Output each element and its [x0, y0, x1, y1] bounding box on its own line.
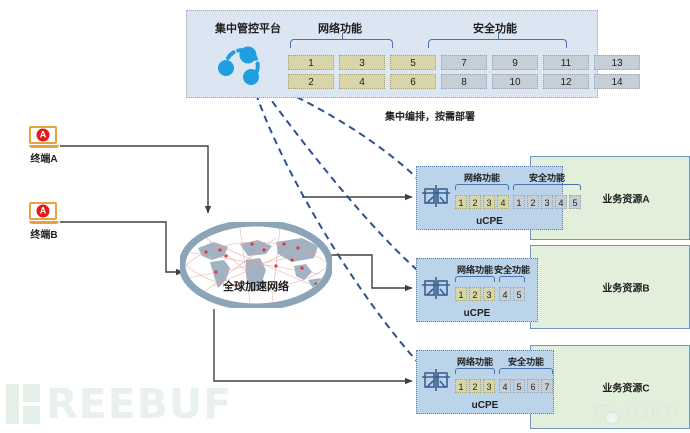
ucpe-1-security-cell-5[interactable]: 5 — [569, 195, 581, 209]
ucpe-3-security-cell-7[interactable]: 7 — [541, 379, 553, 393]
globe-label: 全球加速网络 — [223, 281, 289, 293]
panel-function-cell-7[interactable]: 7 — [441, 55, 487, 70]
ucpe-3-network-cell-3[interactable]: 3 — [483, 379, 495, 393]
platform-title: 集中管控平台 — [215, 23, 281, 35]
ucpe-1-security-cell-1[interactable]: 1 — [513, 195, 525, 209]
panel-function-cell-8[interactable]: 8 — [441, 74, 487, 89]
business-resource-b: 业务资源B — [530, 245, 690, 329]
terminal-badge: A — [36, 204, 50, 218]
panel-function-cell-5[interactable]: 5 — [390, 55, 436, 70]
freebuf-watermark-text: REEBUF — [46, 380, 233, 428]
panel-function-cell-13[interactable]: 13 — [594, 55, 640, 70]
panel-function-cell-6[interactable]: 6 — [390, 74, 436, 89]
ucpe-2-network-label: 网络功能 — [456, 265, 493, 275]
link-terminal-b-to-globe — [60, 221, 184, 276]
wechat-icon — [593, 404, 620, 425]
panel-function-cell-10[interactable]: 10 — [492, 74, 538, 89]
ucpe-1-network-cell-1[interactable]: 1 — [455, 195, 467, 209]
terminal-b: A 终端B — [14, 202, 74, 241]
terminal-badge: A — [36, 128, 50, 142]
ucpe-1-name: uCPE — [476, 216, 503, 227]
ucpe-3-name: uCPE — [471, 400, 499, 411]
orchestration-note: 集中编排，按需部署 — [385, 112, 475, 123]
router-icon — [422, 369, 450, 391]
panel-security-bracket — [428, 33, 567, 48]
ucpe-3-security-label: 安全功能 — [507, 357, 544, 367]
ucpe-1-network-cell-2[interactable]: 2 — [469, 195, 481, 209]
freebuf-logo-mark — [6, 384, 40, 424]
ucpe-1-network-cell-4[interactable]: 4 — [497, 195, 509, 209]
link-terminal-a-to-globe — [60, 145, 212, 214]
ucpe-1-security-cell-4[interactable]: 4 — [555, 195, 567, 209]
panel-function-cell-9[interactable]: 9 — [492, 55, 538, 70]
panel-function-cell-4[interactable]: 4 — [339, 74, 385, 89]
panel-security-group-label: 安全功能 — [473, 23, 517, 35]
ucpe-2-network-cell-1[interactable]: 1 — [455, 287, 467, 301]
ucpe-3-security-bracket — [499, 368, 553, 374]
ucpe-1-security-cell-3[interactable]: 3 — [541, 195, 553, 209]
ucpe-2-security-cell-4[interactable]: 4 — [499, 287, 511, 301]
freebuf-watermark: REEBUF — [6, 378, 256, 430]
ucpe-3-security-cell-6[interactable]: 6 — [527, 379, 539, 393]
imkp-watermark-text: IMKP — [625, 403, 680, 424]
terminal-a-label: 终端A — [30, 154, 58, 165]
ucpe-3-network-label: 网络功能 — [456, 357, 493, 367]
ucpe-1-network-cell-3[interactable]: 3 — [483, 195, 495, 209]
panel-function-cell-2[interactable]: 2 — [288, 74, 334, 89]
laptop-icon: A — [29, 126, 59, 148]
panel-function-cell-3[interactable]: 3 — [339, 55, 385, 70]
terminal-a: A 终端A — [14, 126, 74, 165]
ucpe-3-network-bracket — [455, 368, 495, 374]
orchestration-cluster-icon — [218, 46, 260, 85]
global-acceleration-network: 全球加速网络 — [180, 222, 332, 308]
ucpe-1-security-cell-2[interactable]: 2 — [527, 195, 539, 209]
business-resource-a-label: 业务资源A — [602, 194, 650, 206]
panel-network-bracket — [290, 33, 393, 48]
ucpe-3-network-cell-2[interactable]: 2 — [469, 379, 481, 393]
panel-function-cell-12[interactable]: 12 — [543, 74, 589, 89]
panel-network-group-label: 网络功能 — [318, 23, 362, 35]
ucpe-2-network-bracket — [455, 276, 495, 282]
world-map-globe-icon — [180, 222, 332, 308]
ucpe-1-security-bracket — [513, 184, 581, 190]
panel-function-cell-1[interactable]: 1 — [288, 55, 334, 70]
router-icon — [422, 277, 450, 299]
imkp-watermark: IMKP — [593, 403, 680, 425]
terminal-b-label: 终端B — [30, 230, 58, 241]
business-resource-c-label: 业务资源C — [602, 383, 650, 395]
ucpe-1-network-bracket — [455, 184, 509, 190]
ucpe-2-name: uCPE — [463, 308, 491, 319]
ucpe-2-network-cell-3[interactable]: 3 — [483, 287, 495, 301]
router-icon — [422, 185, 450, 207]
ucpe-3-network-cell-1[interactable]: 1 — [455, 379, 467, 393]
panel-function-cell-11[interactable]: 11 — [543, 55, 589, 70]
ucpe-2-security-cell-5[interactable]: 5 — [513, 287, 525, 301]
ucpe-3-security-cell-5[interactable]: 5 — [513, 379, 525, 393]
link-globe-to-ucpe-3 — [213, 309, 413, 385]
ucpe-2-security-label: 安全功能 — [493, 265, 530, 275]
ucpe-2-security-bracket — [499, 276, 525, 282]
ucpe-1-network-label: 网络功能 — [463, 173, 500, 183]
business-resource-b-label: 业务资源B — [602, 283, 650, 295]
laptop-icon: A — [29, 202, 59, 224]
panel-function-cell-14[interactable]: 14 — [594, 74, 640, 89]
link-globe-to-ucpe-2 — [326, 254, 413, 292]
ucpe-3-security-cell-4[interactable]: 4 — [499, 379, 511, 393]
ucpe-1-security-label: 安全功能 — [528, 173, 565, 183]
ucpe-2-network-cell-2[interactable]: 2 — [469, 287, 481, 301]
